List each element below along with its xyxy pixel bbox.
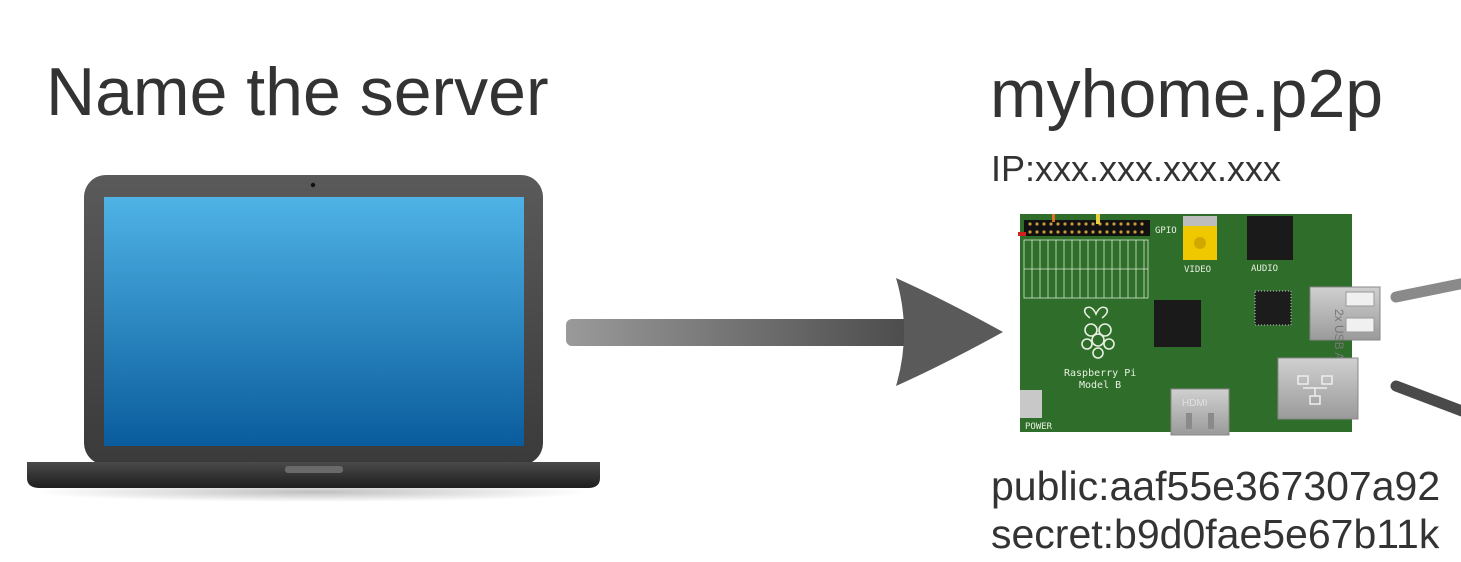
power-port [1020,390,1042,418]
cpu-chip [1154,300,1201,347]
usb-port: 2x USB A [1309,286,1381,360]
laptop-icon [27,175,600,502]
svg-text:Raspberry Pi: Raspberry Pi [1064,368,1136,379]
public-key: public:aaf55e367307a92 [991,463,1441,509]
svg-text:HDMI: HDMI [1182,398,1208,409]
gpio-label-table [1023,239,1149,299]
svg-text:2x USB A: 2x USB A [1332,309,1346,360]
svg-text:VIDEO: VIDEO [1184,265,1211,275]
raspberry-logo [1081,306,1115,359]
laptop-screen [104,197,524,446]
svg-text:POWER: POWER [1025,422,1053,432]
ethernet-port [1277,357,1359,420]
ip-address: IP:xxx.xxx.xxx.xxx [991,148,1282,189]
hdmi-port: HDMI [1170,388,1230,436]
svg-text:Model B: Model B [1079,380,1121,391]
raspberry-pi-board: GPIO VIDEO AUDIO 2x USB A [1018,214,1381,436]
connection-lines [1390,278,1461,417]
audio-port [1247,216,1293,260]
arrow-icon [566,278,1003,386]
lan-chip [1254,290,1292,326]
domain-name: myhome.p2p [990,56,1384,132]
svg-text:GPIO: GPIO [1155,226,1177,236]
gpio-header: GPIO [1018,214,1177,236]
svg-text:AUDIO: AUDIO [1251,264,1278,274]
secret-key: secret:b9d0fae5e67b11k [991,511,1440,557]
server-title: Name the server [46,54,549,130]
